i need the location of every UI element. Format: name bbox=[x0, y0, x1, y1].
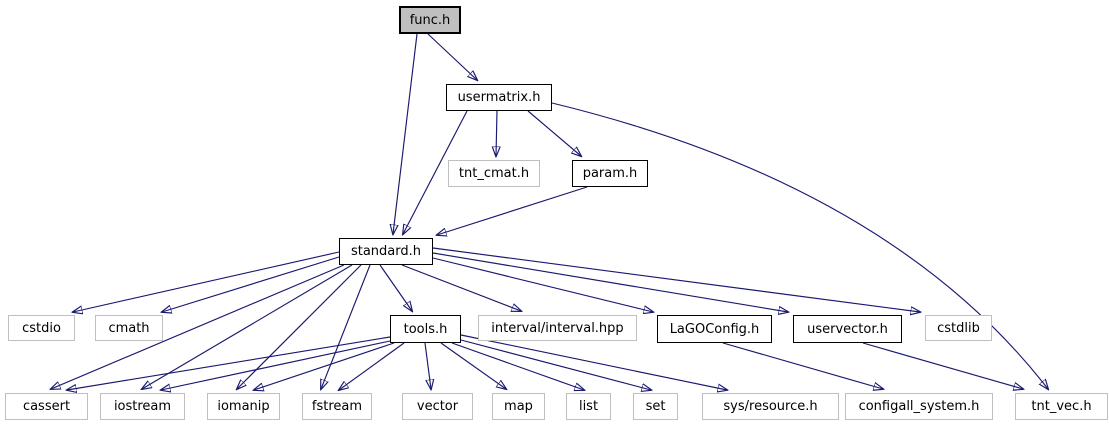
node-cassert[interactable]: cassert bbox=[5, 393, 88, 420]
node-list[interactable]: list bbox=[566, 393, 611, 420]
node-label: param.h bbox=[582, 166, 638, 181]
edge-standard_h-to-interval_hpp bbox=[401, 264, 521, 311]
node-usermatrix_h[interactable]: usermatrix.h bbox=[446, 84, 552, 111]
node-label: interval/interval.hpp bbox=[491, 320, 624, 336]
node-tnt_cmat_h[interactable]: tnt_cmat.h bbox=[448, 160, 540, 187]
node-label: vector bbox=[416, 399, 459, 414]
node-label: set bbox=[645, 399, 666, 414]
node-func_h[interactable]: func.h bbox=[399, 6, 461, 34]
node-label: sys/resource.h bbox=[723, 399, 818, 414]
node-label: configall_system.h bbox=[858, 399, 980, 414]
node-label: cassert bbox=[22, 399, 71, 414]
node-label: tnt_cmat.h bbox=[458, 166, 530, 181]
edge-standard_h-to-tools_h bbox=[379, 264, 412, 311]
node-label: iostream bbox=[113, 399, 172, 414]
node-uservector_h[interactable]: uservector.h bbox=[793, 315, 902, 343]
node-label: cmath bbox=[108, 320, 150, 336]
node-map[interactable]: map bbox=[492, 393, 545, 420]
edge-tools_h-to-map bbox=[440, 342, 506, 389]
node-lagoconfig_h[interactable]: LaGOConfig.h bbox=[657, 315, 772, 343]
edge-tools_h-to-set bbox=[460, 339, 651, 390]
edge-tools_h-to-cassert bbox=[67, 336, 391, 390]
edge-standard_h-to-iostream bbox=[142, 264, 353, 389]
edge-uservector_h-to-tnt_vec_h bbox=[862, 342, 1023, 389]
node-cstdlib[interactable]: cstdlib bbox=[925, 315, 992, 341]
edge-tools_h-to-iostream bbox=[161, 340, 391, 390]
edge-tools_h-to-fstream bbox=[339, 342, 405, 390]
node-iomanip[interactable]: iomanip bbox=[207, 393, 280, 420]
node-configall_system_h[interactable]: configall_system.h bbox=[845, 393, 993, 420]
edge-lagoconfig_h-to-configall_system_h bbox=[722, 342, 883, 389]
node-label: standard.h bbox=[350, 244, 422, 259]
node-set[interactable]: set bbox=[633, 393, 678, 420]
node-vector[interactable]: vector bbox=[402, 393, 473, 420]
node-label: cstdio bbox=[22, 320, 61, 336]
edge-func_h-to-standard_h bbox=[393, 33, 418, 234]
node-label: list bbox=[578, 399, 599, 414]
edge-standard_h-to-iomanip bbox=[237, 264, 362, 389]
edge-func_h-to-usermatrix_h bbox=[427, 33, 477, 80]
edge-standard_h-to-cmath bbox=[162, 256, 340, 312]
edge-usermatrix_h-to-tnt_cmat_h bbox=[496, 110, 497, 156]
edge-tools_h-to-list bbox=[451, 342, 584, 390]
edge-tools_h-to-vector bbox=[424, 342, 431, 389]
node-cstdio[interactable]: cstdio bbox=[8, 315, 75, 341]
edge-param_h-to-standard_h bbox=[437, 186, 588, 235]
node-label: cstdlib bbox=[937, 320, 980, 336]
node-tnt_vec_h[interactable]: tnt_vec.h bbox=[1015, 393, 1108, 420]
node-label: LaGOConfig.h bbox=[669, 321, 760, 337]
node-fstream[interactable]: fstream bbox=[302, 393, 372, 420]
edge-usermatrix_h-to-tnt_vec_h bbox=[551, 102, 1048, 389]
edge-usermatrix_h-to-param_h bbox=[527, 110, 581, 156]
node-label: tnt_vec.h bbox=[1031, 399, 1092, 414]
edge-standard_h-to-cstdio bbox=[73, 251, 340, 312]
node-standard_h[interactable]: standard.h bbox=[339, 238, 433, 265]
node-label: iomanip bbox=[217, 399, 270, 414]
node-iostream[interactable]: iostream bbox=[100, 393, 185, 420]
edge-tools_h-to-sys_resource_h bbox=[460, 334, 727, 390]
edge-standard_h-to-uservector_h bbox=[432, 252, 788, 312]
node-label: tools.h bbox=[403, 321, 448, 337]
edge-usermatrix_h-to-standard_h bbox=[403, 110, 468, 234]
node-interval_hpp[interactable]: interval/interval.hpp bbox=[478, 315, 637, 341]
node-param_h[interactable]: param.h bbox=[572, 160, 648, 187]
edge-standard_h-to-cassert bbox=[51, 264, 345, 389]
node-sys_resource_h[interactable]: sys/resource.h bbox=[702, 393, 839, 420]
edge-standard_h-to-lagoconfig_h bbox=[432, 257, 653, 312]
node-label: uservector.h bbox=[807, 321, 888, 337]
edge-tools_h-to-iomanip bbox=[254, 342, 395, 390]
node-label: fstream bbox=[311, 399, 363, 414]
edge-standard_h-to-fstream bbox=[321, 264, 371, 389]
node-cmath[interactable]: cmath bbox=[95, 315, 163, 341]
node-tools_h[interactable]: tools.h bbox=[390, 315, 461, 343]
node-label: func.h bbox=[409, 12, 451, 28]
edge-standard_h-to-cstdlib bbox=[432, 247, 920, 312]
node-label: usermatrix.h bbox=[457, 90, 541, 105]
node-label: map bbox=[504, 399, 533, 414]
